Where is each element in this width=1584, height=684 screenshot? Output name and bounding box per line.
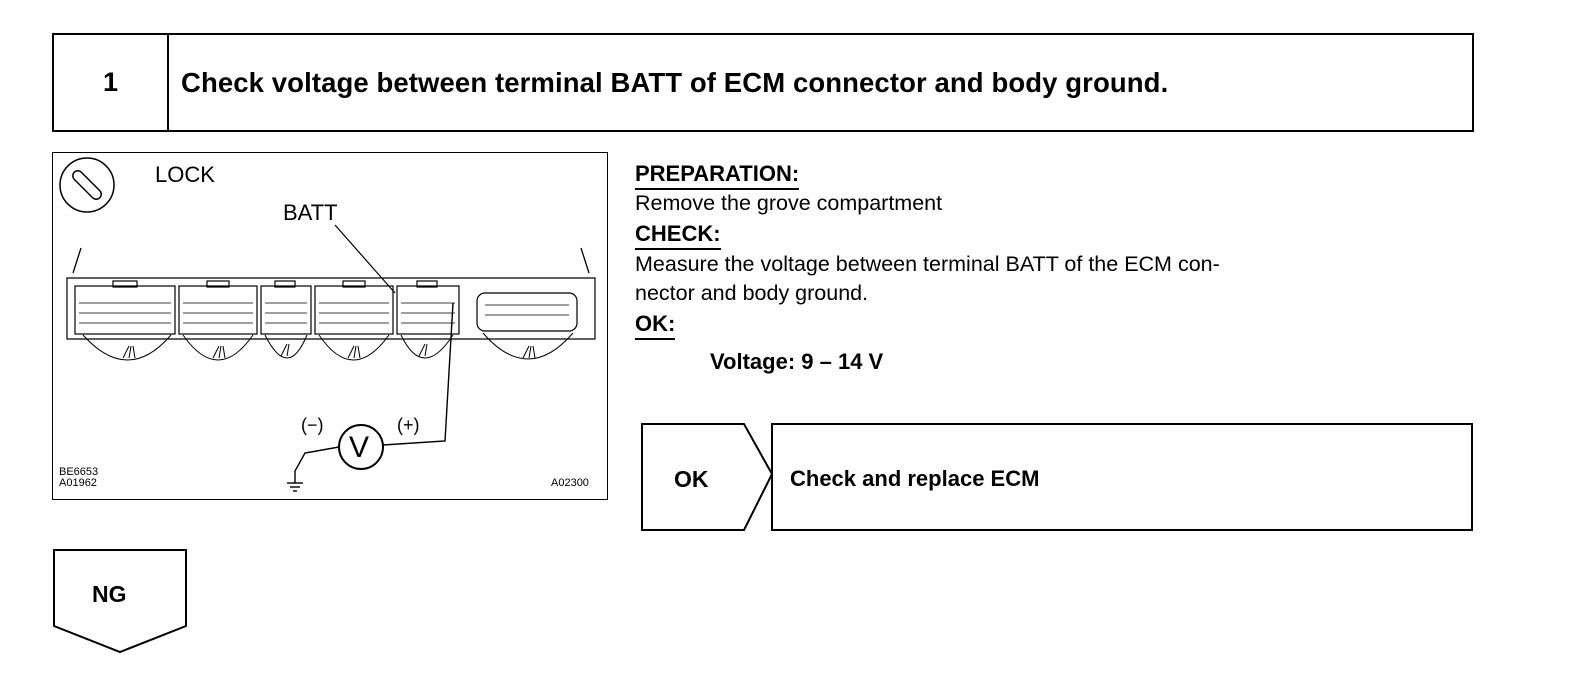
ok-spec-value: Voltage: 9 – 14 V (710, 349, 884, 374)
check-text-line2: nector and body ground. (635, 281, 869, 305)
ok-result-frame (641, 423, 1473, 531)
check-text-line1: Measure the voltage between terminal BAT… (635, 252, 1220, 276)
ok-result-text: Check and replace ECM (790, 466, 1040, 491)
connector-diagram: LOCK BATT (−) (+) V BE6653 A01962 A02300 (52, 152, 608, 500)
plus-label: (+) (397, 415, 420, 435)
ok-spec-heading: OK: (635, 311, 676, 340)
batt-leader-line (334, 224, 396, 294)
code-left-1: BE6653 (59, 466, 99, 478)
positive-probe-wire (382, 302, 454, 446)
ok-result: OK Check and replace ECM (634, 422, 1475, 533)
ng-result: NG (52, 548, 188, 654)
code-right: A02300 (551, 477, 589, 489)
ground-icon (287, 482, 303, 492)
step-header: 1 Check voltage between terminal BATT of… (52, 33, 1474, 132)
wire-harness (82, 332, 574, 361)
ignition-lock-icon (59, 157, 115, 213)
minus-label: (−) (301, 415, 324, 435)
ecm-housing (66, 247, 596, 340)
step-number: 1 (54, 35, 169, 130)
preparation-text: Remove the grove compartment (635, 191, 943, 215)
lock-label: LOCK (155, 162, 215, 187)
ng-arrow-frame (53, 549, 187, 654)
code-left-2: A01962 (59, 477, 97, 489)
ng-label: NG (92, 581, 127, 607)
step-title: Check voltage between terminal BATT of E… (181, 66, 1169, 98)
voltmeter-symbol: V (349, 431, 370, 464)
ok-label: OK (674, 466, 709, 492)
negative-probe-wire (294, 446, 340, 483)
preparation-heading: PREPARATION: (635, 161, 800, 190)
check-heading: CHECK: (635, 221, 721, 250)
batt-label: BATT (283, 200, 338, 225)
diagram-drawing (59, 157, 596, 492)
connectors (74, 280, 578, 335)
